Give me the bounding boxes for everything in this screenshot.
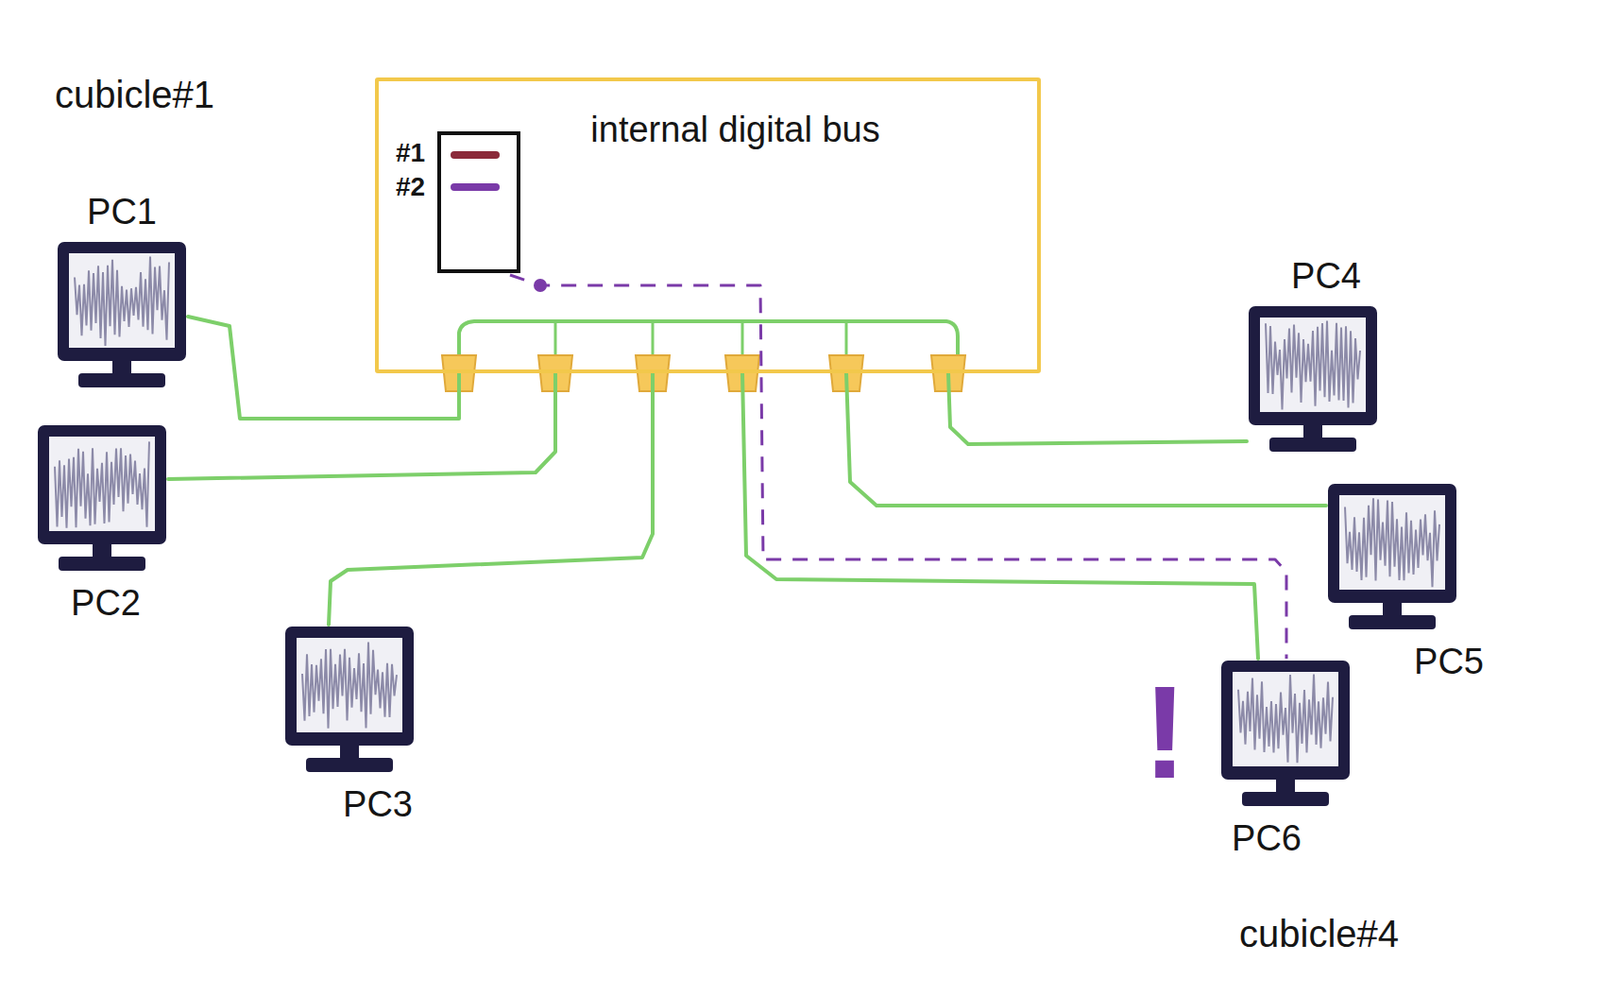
monitor-neck: [340, 745, 359, 759]
monitor-frame: [37, 425, 167, 545]
bus-box: internal digital bus #1#2: [374, 77, 1041, 374]
monitor-frame: [1248, 306, 1378, 426]
monitor-base: [78, 373, 166, 388]
monitor-screen: [1259, 317, 1366, 412]
monitor-neck: [92, 544, 112, 558]
cubicle-label: cubicle#1: [54, 73, 215, 117]
pc-node: PC3: [283, 624, 417, 831]
monitor-screen: [1339, 494, 1446, 590]
monitor-base: [1348, 614, 1436, 630]
slot-number: #2: [395, 171, 426, 203]
screen-scribble: [1265, 321, 1361, 410]
monitor-neck: [1276, 779, 1295, 793]
pc-label: PC4: [1291, 255, 1362, 297]
bus-title: internal digital bus: [572, 109, 899, 150]
network-cable: [187, 316, 460, 419]
monitor-base: [58, 556, 146, 571]
rack-box: #1#2: [395, 130, 523, 275]
network-cable: [328, 373, 653, 625]
signal-route: [510, 274, 1287, 659]
monitor-icon: [35, 423, 169, 575]
monitor-base: [1242, 791, 1329, 806]
cubicle-label: cubicle#4: [1239, 912, 1399, 955]
bus-cable: [459, 321, 958, 358]
monitor-icon: [283, 624, 416, 776]
monitor-base: [306, 757, 393, 772]
monitor-icon: [1326, 481, 1459, 633]
pc-label: PC3: [342, 782, 413, 825]
rack-slot-2: [450, 183, 500, 191]
monitor-neck: [1303, 425, 1323, 439]
monitor-icon: [1219, 658, 1352, 810]
pc-label: PC1: [86, 190, 157, 233]
pc-label: PC6: [1231, 817, 1302, 859]
monitor-base: [1269, 437, 1357, 452]
monitor-screen: [296, 637, 403, 732]
network-cable: [742, 373, 1259, 659]
rack-outline: [439, 133, 519, 272]
monitor-frame: [1327, 483, 1457, 603]
monitor-icon: [55, 239, 188, 392]
monitor-frame: [1221, 660, 1350, 780]
rack-drawing: [435, 130, 523, 275]
screen-scribble: [1238, 674, 1333, 764]
pc-node: PC6: [1219, 658, 1352, 865]
screen-scribble: [1344, 497, 1440, 587]
pc-label: PC2: [70, 581, 141, 624]
monitor-screen: [68, 253, 175, 348]
screen-scribble: [302, 642, 397, 729]
rack-slot-1: [450, 151, 500, 159]
screen-scribble: [74, 256, 170, 346]
monitor-frame: [285, 626, 414, 746]
network-cable: [948, 373, 1247, 444]
slot-number: #1: [395, 137, 426, 169]
monitor-screen: [1232, 671, 1339, 766]
port-group: [442, 355, 966, 392]
bus-cable-stubs: [555, 321, 847, 358]
pc-label: PC5: [1413, 640, 1484, 682]
network-cable: [168, 373, 556, 479]
pc-node: PC1: [55, 185, 188, 392]
pc-node: PC5: [1326, 481, 1488, 688]
alert-mark: !: [1142, 661, 1188, 803]
monitor-frame: [57, 241, 187, 361]
monitor-icon: [1246, 304, 1379, 456]
monitor-screen: [49, 436, 155, 531]
pc-node: PC2: [35, 423, 169, 630]
monitor-neck: [112, 360, 132, 375]
screen-scribble: [54, 441, 150, 528]
monitor-neck: [1382, 602, 1402, 616]
pc-node: PC4: [1246, 249, 1379, 456]
